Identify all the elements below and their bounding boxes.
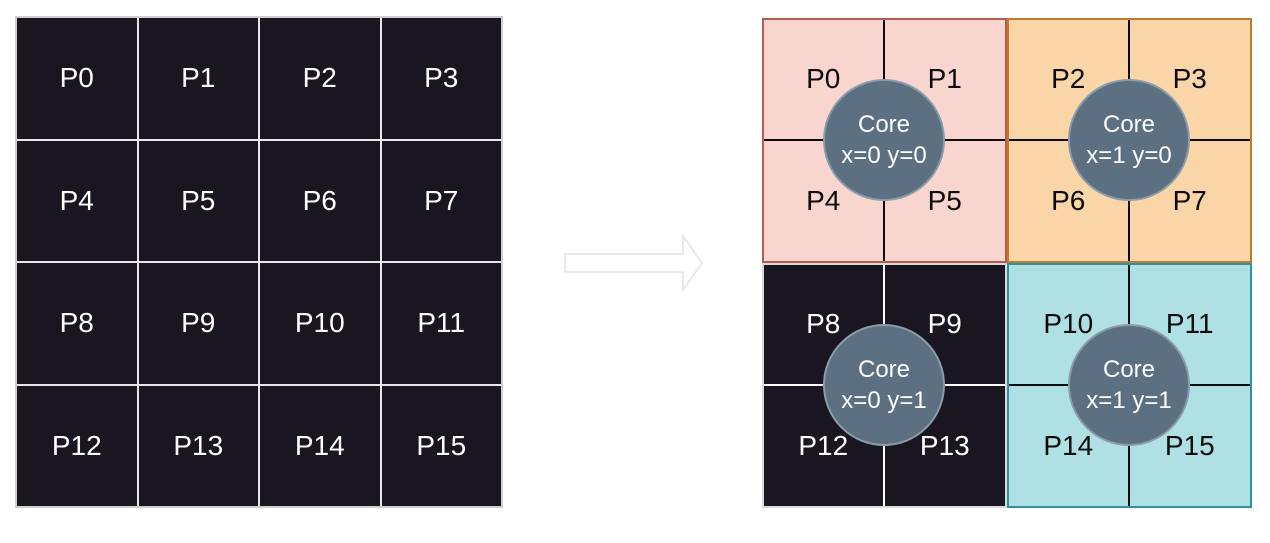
- core-coordinates: x=1 y=0: [1086, 142, 1172, 169]
- processor-cell: P15: [1164, 429, 1215, 461]
- core-coordinates: x=1 y=1: [1086, 387, 1172, 414]
- quadrant-x0-y0: P0 P1 P4 P5: [762, 18, 1007, 263]
- processor-cell: P13: [138, 385, 258, 506]
- quadrant-x1-y0: P2 P3 P6 P7: [1007, 18, 1252, 263]
- core-node-x1-y1: Core x=1 y=1: [1068, 324, 1190, 446]
- core-label: Core: [1102, 356, 1156, 383]
- processor-cell: P15: [381, 385, 501, 506]
- processor-grid-before: P0 P1 P2 P3 P4 P5 P6 P7 P8 P9 P10 P11 P1…: [15, 16, 503, 508]
- processor-cell: P10: [260, 263, 380, 384]
- processor-cell: P0: [17, 18, 137, 139]
- processor-cell: P7: [1172, 184, 1207, 216]
- core-node-x1-y0: Core x=1 y=0: [1068, 79, 1190, 201]
- core-coordinates: x=0 y=0: [841, 142, 927, 169]
- processor-cell: P5: [927, 184, 962, 216]
- processor-cell: P2: [1009, 20, 1130, 141]
- processor-cell: P4: [17, 140, 137, 261]
- processor-grid-after: P0 P1 P4 P5 P2 P3 P6 P7 P8 P9 P12 P13 P1…: [762, 18, 1252, 508]
- core-label: Core: [857, 111, 911, 138]
- core-coordinates: x=0 y=1: [841, 387, 927, 414]
- processor-cell: P6: [260, 140, 380, 261]
- core-label: Core: [857, 356, 911, 383]
- processor-cell: P11: [381, 263, 501, 384]
- processor-cell: P1: [138, 18, 258, 139]
- processor-cell: P7: [381, 140, 501, 261]
- core-node-x0-y0: Core x=0 y=0: [823, 79, 945, 201]
- transform-arrow-icon: [564, 235, 704, 291]
- processor-cell: P3: [381, 18, 501, 139]
- processor-cell: P9: [138, 263, 258, 384]
- core-label: Core: [1102, 111, 1156, 138]
- processor-cell: P8: [17, 263, 137, 384]
- processor-cell: P5: [138, 140, 258, 261]
- core-node-x0-y1: Core x=0 y=1: [823, 324, 945, 446]
- processor-cell: P12: [17, 385, 137, 506]
- processor-cell: P14: [260, 385, 380, 506]
- processor-cell: P2: [260, 18, 380, 139]
- processor-cell: P13: [919, 429, 970, 461]
